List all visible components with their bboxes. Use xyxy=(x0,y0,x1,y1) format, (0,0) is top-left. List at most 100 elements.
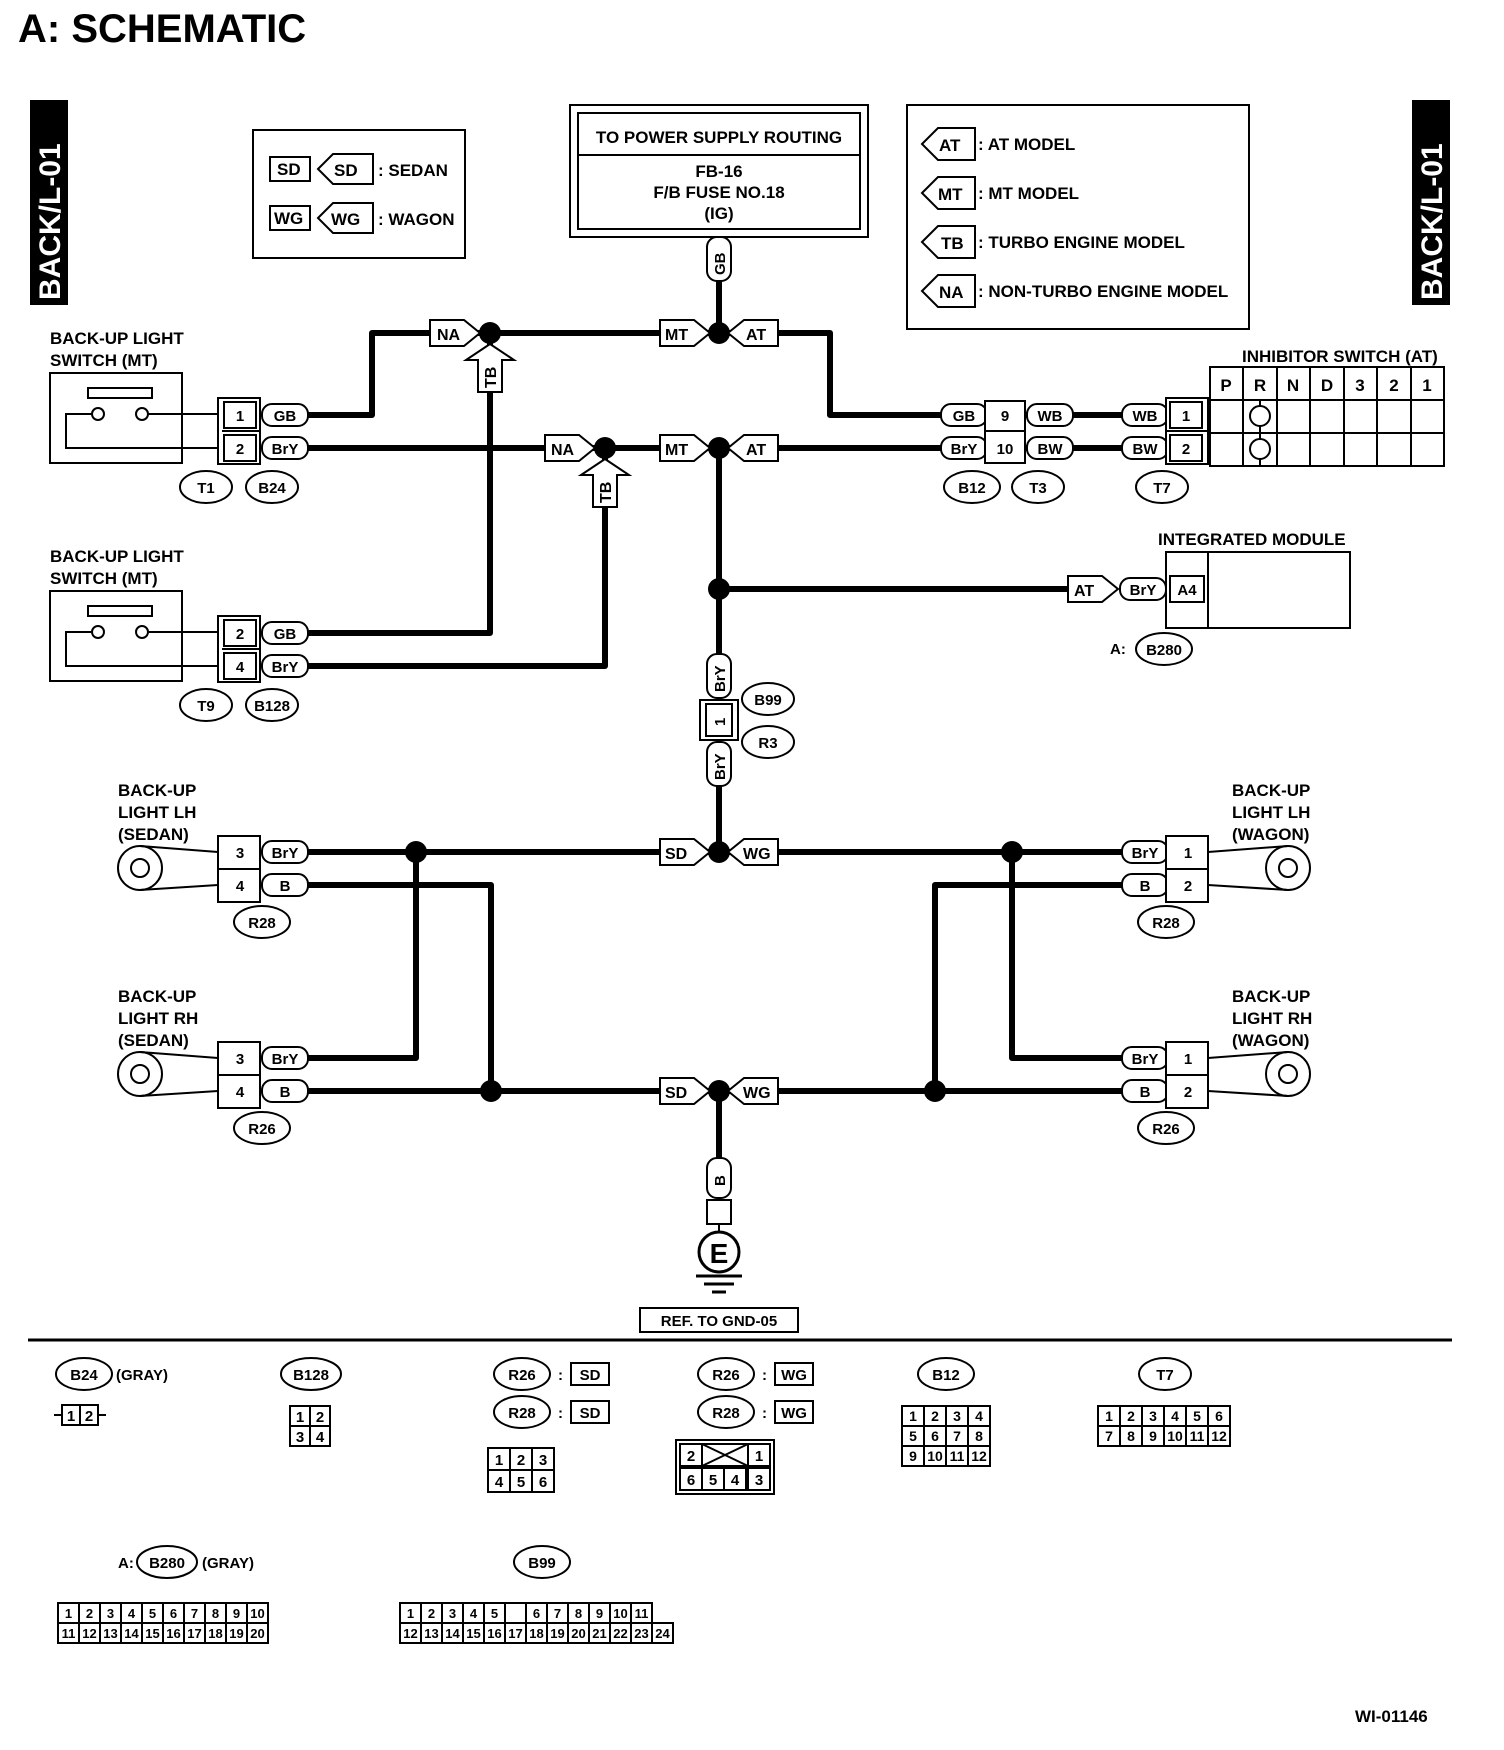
wire-label-bry: BrY xyxy=(712,665,729,692)
wire-label-bry: BrY xyxy=(1132,845,1159,862)
position-d: D xyxy=(1321,376,1333,395)
pin-number: 20 xyxy=(571,1626,585,1641)
inhibitor-switch: INHIBITOR SWITCH (AT) WB BW 1 2 P R N D … xyxy=(1121,347,1445,504)
tag-tb: TB xyxy=(598,482,615,503)
svg-text:3: 3 xyxy=(296,1429,304,1446)
tag-at: AT xyxy=(746,327,766,344)
pin-cell xyxy=(246,1622,269,1644)
wire-label-b: B xyxy=(712,1175,729,1186)
pin-number: 6 xyxy=(1215,1408,1223,1424)
backup-light-switch-2: BACK-UP LIGHT SWITCH (MT) 2 4 GB BrY T9 … xyxy=(49,547,309,722)
pin-number: 4 xyxy=(470,1606,478,1621)
svg-text:1: 1 xyxy=(755,1448,763,1465)
svg-text:R26: R26 xyxy=(508,1367,536,1384)
pin-number: 6 xyxy=(170,1606,177,1621)
svg-text:5: 5 xyxy=(709,1472,717,1489)
pin-number: 20 xyxy=(250,1626,264,1641)
connector-tag-b24: B24 xyxy=(258,480,286,497)
pin-number: 2 xyxy=(931,1408,939,1424)
wire-label-wb: WB xyxy=(1133,408,1158,425)
pin-number: 14 xyxy=(124,1626,139,1641)
connector-tag-r28: R28 xyxy=(248,915,276,932)
legend-sedan-text: : SEDAN xyxy=(378,161,448,180)
switch1-pin-2: 2 xyxy=(236,441,244,458)
svg-text:1: 1 xyxy=(296,1409,304,1426)
svg-text:A:: A: xyxy=(118,1555,134,1572)
pin-number: 5 xyxy=(491,1606,498,1621)
backup-light-lh-sedan: BACK-UP LIGHT LH (SEDAN) 3 4 BrY B R28 xyxy=(117,781,309,939)
svg-text:R26: R26 xyxy=(712,1367,740,1384)
figure-code: WI-01146 xyxy=(1355,1707,1428,1726)
pin-number: 11 xyxy=(950,1448,965,1464)
svg-text:4: 4 xyxy=(236,878,245,895)
pin-number: 16 xyxy=(166,1626,180,1641)
pin-number: 16 xyxy=(487,1626,501,1641)
pin-number: 13 xyxy=(103,1626,117,1641)
pin-number: 17 xyxy=(508,1626,522,1641)
svg-text:(WAGON): (WAGON) xyxy=(1232,825,1309,844)
legend-tb-tag: TB xyxy=(941,234,964,253)
pin-number: 24 xyxy=(655,1626,670,1641)
backup-light-lh-wagon: BACK-UP LIGHT LH (WAGON) BrY B 1 2 R28 xyxy=(1121,781,1311,939)
pin-number: 3 xyxy=(1149,1408,1157,1424)
pin-number: 3 xyxy=(107,1606,114,1621)
svg-text:5: 5 xyxy=(517,1474,525,1491)
pin-number: 8 xyxy=(575,1606,582,1621)
svg-text:B280: B280 xyxy=(149,1555,185,1572)
pin-number: 1 xyxy=(65,1606,72,1621)
position-1: 1 xyxy=(1422,376,1431,395)
pin-number: 15 xyxy=(466,1626,480,1641)
b99-pin-1: 1 xyxy=(712,718,729,726)
side-label-text: BACK/L-01 xyxy=(34,143,67,300)
svg-text:2: 2 xyxy=(1184,878,1192,895)
switch2-line2: SWITCH (MT) xyxy=(50,569,158,588)
svg-text:LIGHT LH: LIGHT LH xyxy=(1232,803,1310,822)
pin-number: 17 xyxy=(187,1626,201,1641)
pin-number: 5 xyxy=(149,1606,156,1621)
svg-text::: : xyxy=(762,1405,767,1422)
connector-tag-r26: R26 xyxy=(248,1121,276,1138)
connector-view-wg: R26 : WG R28 : WG 2 1 6 5 4 3 xyxy=(675,1357,814,1495)
b12-pin-10: 10 xyxy=(997,441,1014,458)
legend-wagon-text: : WAGON xyxy=(378,210,455,229)
side-label-left: BACK/L-01 xyxy=(30,100,68,305)
wire-label-bry: BrY xyxy=(272,659,299,676)
svg-text:1: 1 xyxy=(1184,845,1192,862)
svg-text:(GRAY): (GRAY) xyxy=(202,1555,254,1572)
svg-text::: : xyxy=(762,1367,767,1384)
svg-text::: : xyxy=(558,1367,563,1384)
svg-text:4: 4 xyxy=(731,1472,740,1489)
connector-tag-b99: B99 xyxy=(754,692,782,709)
wire-label-bry: BrY xyxy=(272,845,299,862)
svg-text:(GRAY): (GRAY) xyxy=(116,1367,168,1384)
legend-na-tag: NA xyxy=(939,283,964,302)
pin-number: 18 xyxy=(529,1626,543,1641)
svg-text:B24: B24 xyxy=(70,1367,98,1384)
inhibitor-pin-1: 1 xyxy=(1182,408,1190,425)
pin-number: 9 xyxy=(1149,1428,1157,1444)
power-supply-box: TO POWER SUPPLY ROUTING FB-16 F/B FUSE N… xyxy=(569,104,869,238)
ground-point: B E REF. TO GND-05 xyxy=(639,1157,799,1333)
legend-mt-tag: MT xyxy=(938,185,963,204)
wire-label-b: B xyxy=(280,1084,291,1101)
pin-number: 19 xyxy=(550,1626,564,1641)
svg-text:SD: SD xyxy=(580,1405,601,1422)
pin-number: 12 xyxy=(971,1448,987,1464)
pin-number: 4 xyxy=(1171,1408,1179,1424)
connector-tag-r3: R3 xyxy=(758,735,777,752)
pin-number: 18 xyxy=(208,1626,222,1641)
switch2-pin-2: 2 xyxy=(236,626,244,643)
position-p: P xyxy=(1220,376,1231,395)
page-title: A: SCHEMATIC xyxy=(18,7,306,51)
connector-tag-r28: R28 xyxy=(1152,915,1180,932)
position-2: 2 xyxy=(1389,376,1398,395)
pin-number: 21 xyxy=(592,1626,606,1641)
wire-label-b: B xyxy=(1140,878,1151,895)
pin-number: 4 xyxy=(975,1408,983,1424)
svg-text:3: 3 xyxy=(539,1452,547,1469)
pin-number: 10 xyxy=(927,1448,943,1464)
wire-label-b: B xyxy=(280,878,291,895)
